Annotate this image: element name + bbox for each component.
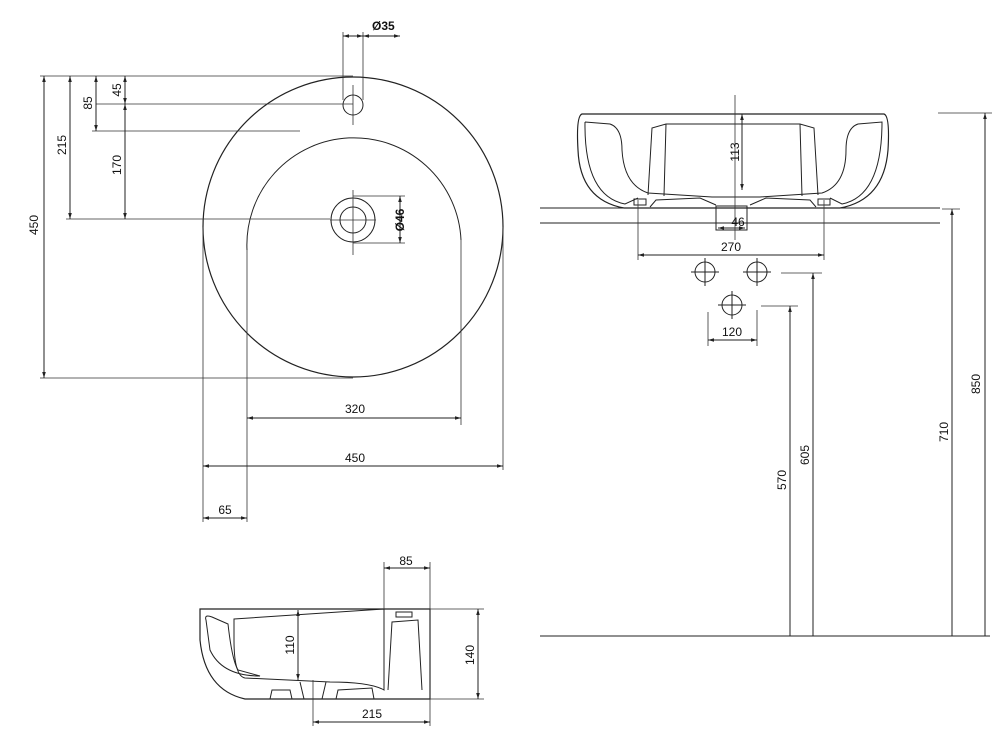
side-dim-110-label: 110 xyxy=(283,635,297,654)
top-view: Ø35 Ø46 45 85 170 215 450 320 450 65 xyxy=(27,19,504,522)
side-tap-block xyxy=(387,619,423,691)
side-dim-215-label: 215 xyxy=(362,707,382,721)
front-dim-120-label: 120 xyxy=(722,325,742,339)
basin-front-inner xyxy=(647,123,819,197)
dim-85-label: 85 xyxy=(81,96,95,110)
drain-pipe xyxy=(715,205,748,231)
drain-diameter-label: Ø46 xyxy=(393,208,407,231)
basin-front-walls xyxy=(584,121,883,205)
front-view: 113 46 270 120 605 570 710 850 xyxy=(540,95,992,637)
basin-front-profile xyxy=(576,113,890,209)
side-rim-cavity xyxy=(205,615,261,677)
front-dim-113-label: 113 xyxy=(728,142,742,161)
side-base-feet xyxy=(269,681,375,700)
side-view: 85 110 140 215 xyxy=(199,554,484,726)
basin-inner-bowl xyxy=(246,137,462,251)
front-dim-605-label: 605 xyxy=(798,445,812,465)
side-extension-lines xyxy=(312,562,484,726)
height-dimension-lines xyxy=(788,113,987,636)
front-dim-570-label: 570 xyxy=(775,470,789,490)
fixing-left xyxy=(633,198,647,206)
side-dimension-lines xyxy=(296,566,480,724)
water-connection-points xyxy=(691,258,771,319)
tap-hole-section xyxy=(395,611,413,618)
dimension-lines xyxy=(42,34,503,520)
front-dim-710-label: 710 xyxy=(937,422,951,442)
dim-450-depth-label: 450 xyxy=(27,215,41,235)
front-dim-46-label: 46 xyxy=(731,215,745,229)
dim-215-label: 215 xyxy=(55,135,69,155)
basin-front-feet xyxy=(649,197,817,208)
tap-hole-diameter-label: Ø35 xyxy=(372,19,395,33)
basin-side-bowl xyxy=(233,608,385,691)
extension-lines xyxy=(40,32,504,522)
dim-450-width-label: 450 xyxy=(345,451,365,465)
front-dim-270-label: 270 xyxy=(721,240,741,254)
side-dim-140-label: 140 xyxy=(463,645,477,665)
front-dim-850-label: 850 xyxy=(969,374,983,394)
dim-45-label: 45 xyxy=(110,83,124,97)
dim-170-label: 170 xyxy=(110,155,124,175)
front-dimension-lines xyxy=(638,114,824,342)
dim-320-label: 320 xyxy=(345,402,365,416)
dim-65-label: 65 xyxy=(218,503,232,517)
side-dim-85-label: 85 xyxy=(399,554,413,568)
